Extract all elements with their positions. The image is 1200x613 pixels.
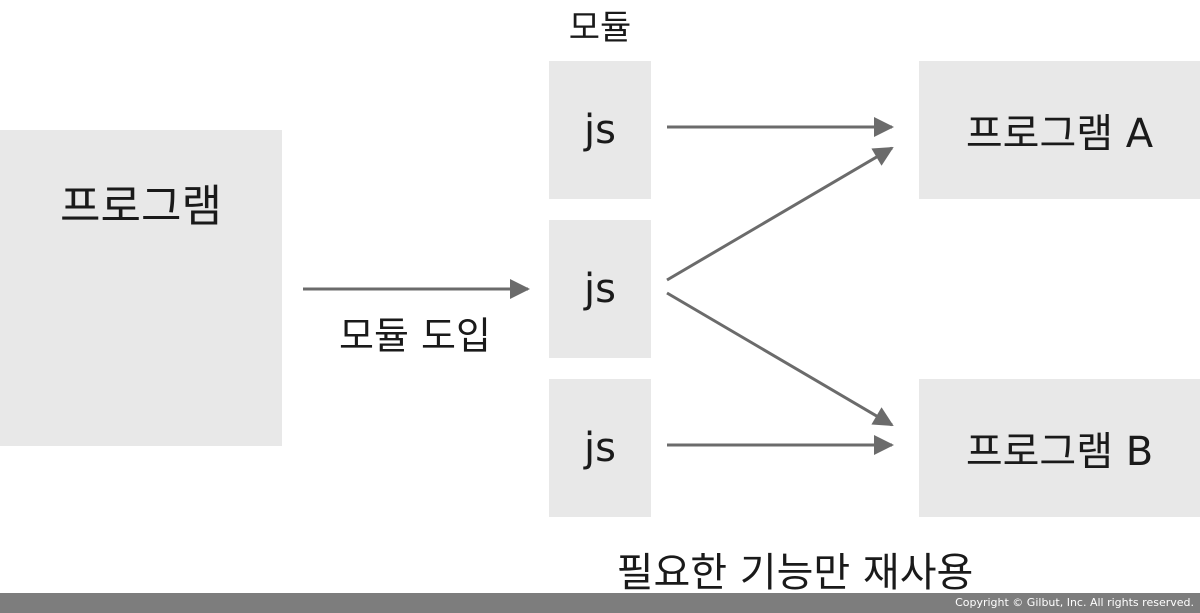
program-box <box>0 130 282 446</box>
js-module-box-2: js <box>549 220 651 358</box>
js-module-label-1: js <box>584 107 616 153</box>
program-b-label: 프로그램 B <box>965 429 1154 475</box>
js2-to-program-b-arrow <box>666 291 894 427</box>
reuse-caption: 필요한 기능만 재사용 <box>616 550 974 596</box>
js-module-box-3: js <box>549 379 651 517</box>
js2-to-program-a-arrow <box>666 146 894 282</box>
js-module-label-3: js <box>584 425 616 471</box>
program-title: 프로그램 <box>60 181 222 232</box>
footer-bar: Copyright © Gilbut, Inc. All rights rese… <box>0 593 1200 613</box>
module-label: 모듈 <box>568 8 632 48</box>
module-intro-label: 모듈 도입 <box>339 314 491 358</box>
js-module-label-2: js <box>584 266 616 312</box>
program-a-box: 프로그램 A <box>919 61 1200 199</box>
program-b-box: 프로그램 B <box>919 379 1200 517</box>
copyright-text: Copyright © Gilbut, Inc. All rights rese… <box>955 596 1194 609</box>
js-module-box-1: js <box>549 61 651 199</box>
program-a-label: 프로그램 A <box>965 111 1154 157</box>
